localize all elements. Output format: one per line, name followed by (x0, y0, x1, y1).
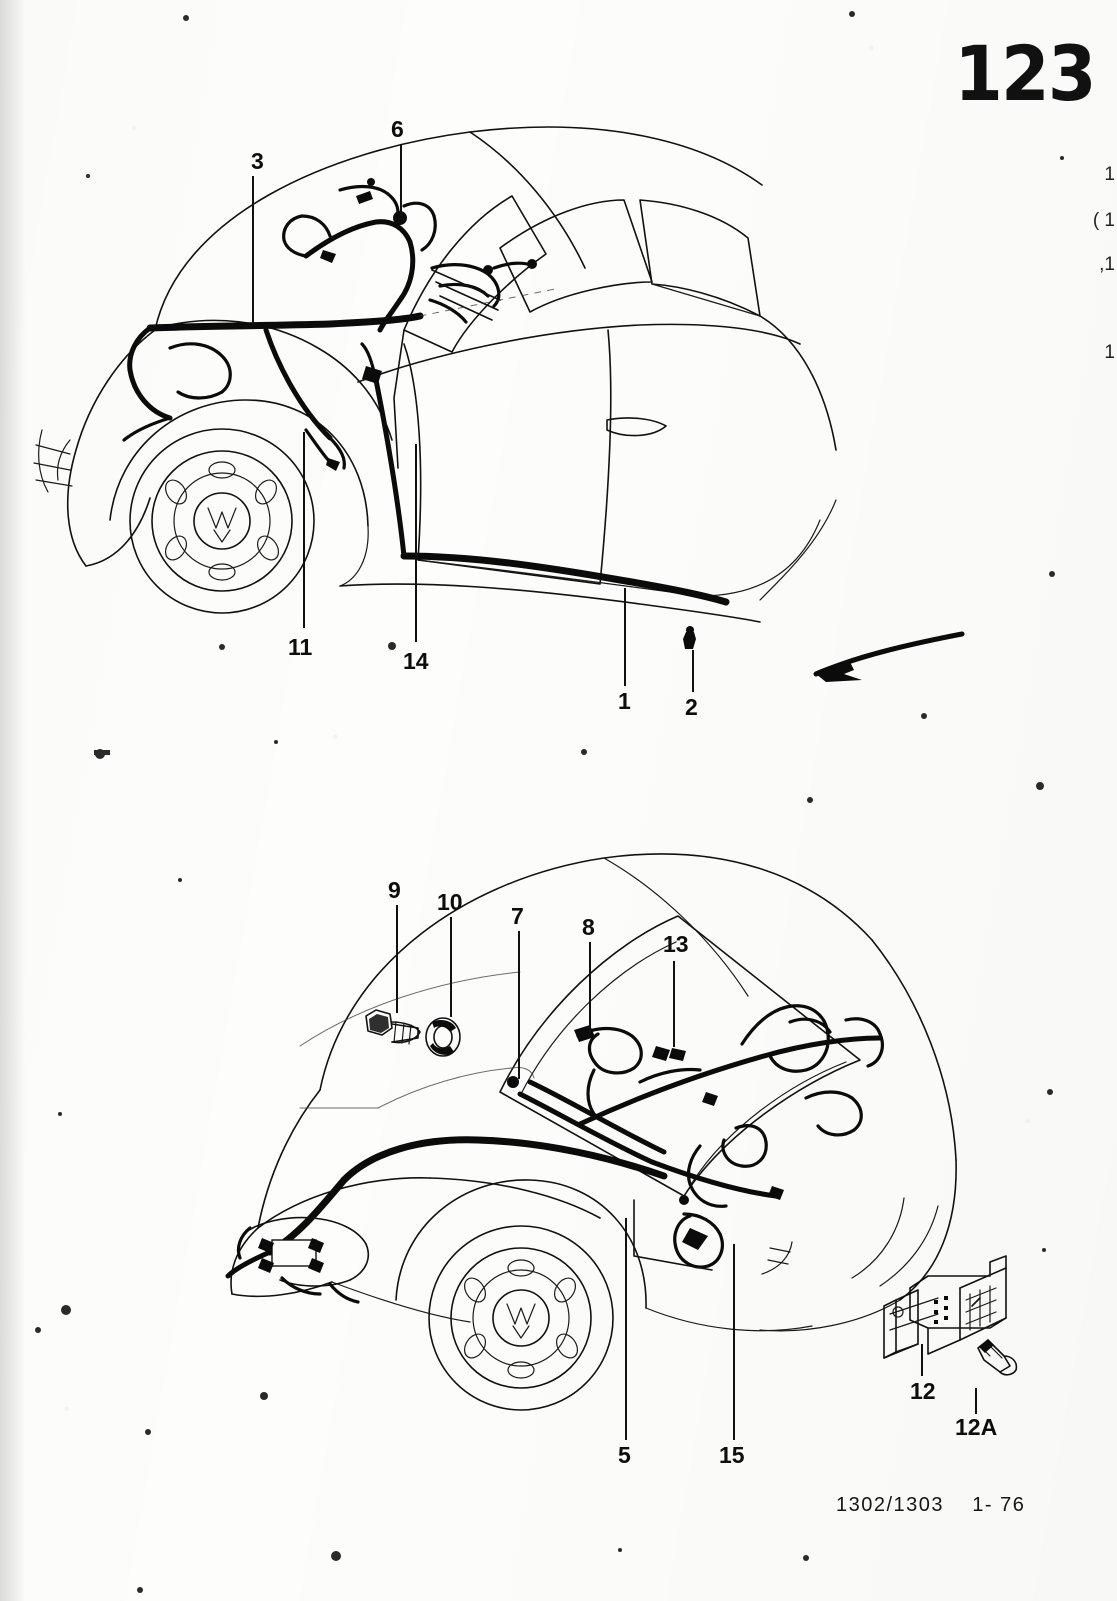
upper-figure-body (33, 126, 837, 623)
leader-line-14 (415, 444, 417, 642)
callout-7: 7 (511, 903, 524, 929)
leader-line-2 (692, 650, 694, 692)
leader-line-6 (400, 144, 402, 216)
leader-line-12a (975, 1388, 977, 1414)
callout-13: 13 (663, 931, 689, 957)
leader-line-9 (396, 905, 398, 1013)
hand-drawn-arrow (813, 631, 965, 682)
part-12a-screw (971, 1297, 1018, 1376)
page-number: 123 (954, 29, 1097, 118)
callout-12a: 12A (955, 1414, 998, 1440)
part-9-hex-bolt (365, 1009, 421, 1045)
scan-artifacts (35, 11, 1064, 1593)
leader-line-12 (921, 1344, 923, 1376)
callout-2: 2 (685, 694, 698, 720)
leader-line-3 (252, 176, 254, 326)
callout-3: 3 (251, 148, 264, 174)
leader-line-11 (303, 432, 305, 628)
footer-model-date: 1302/1303 1- 76 (836, 1494, 1026, 1516)
leader-line-5 (625, 1218, 627, 1440)
callout-11: 11 (288, 634, 313, 660)
leader-line-13 (673, 961, 675, 1047)
part-12-relay-box (883, 1255, 1007, 1359)
callout-10: 10 (437, 889, 463, 915)
upper-harness-wiring (122, 178, 730, 649)
leader-line-15 (733, 1244, 735, 1440)
part-10-grommet (425, 1017, 461, 1057)
edge-fragment-1: 1 (1104, 164, 1115, 185)
callout-6: 6 (391, 116, 404, 142)
leader-line-10 (450, 917, 452, 1017)
callout-12: 12 (910, 1378, 936, 1404)
lower-harness-wiring (225, 1004, 884, 1304)
leader-line-8 (589, 942, 591, 1034)
callout-1: 1 (618, 688, 631, 714)
edge-fragment-4: 1 (1104, 342, 1115, 363)
edge-fragment-3: ,1 (1099, 254, 1115, 275)
lower-figure-body (230, 853, 957, 1411)
callout-9: 9 (388, 877, 401, 903)
leader-line-7 (518, 931, 520, 1079)
callout-5: 5 (618, 1442, 631, 1468)
edge-fragment-2: ( 1 (1092, 210, 1115, 231)
leader-line-1 (624, 588, 626, 686)
callout-14: 14 (403, 648, 429, 674)
callout-15: 15 (719, 1442, 745, 1468)
callout-8: 8 (582, 914, 595, 940)
